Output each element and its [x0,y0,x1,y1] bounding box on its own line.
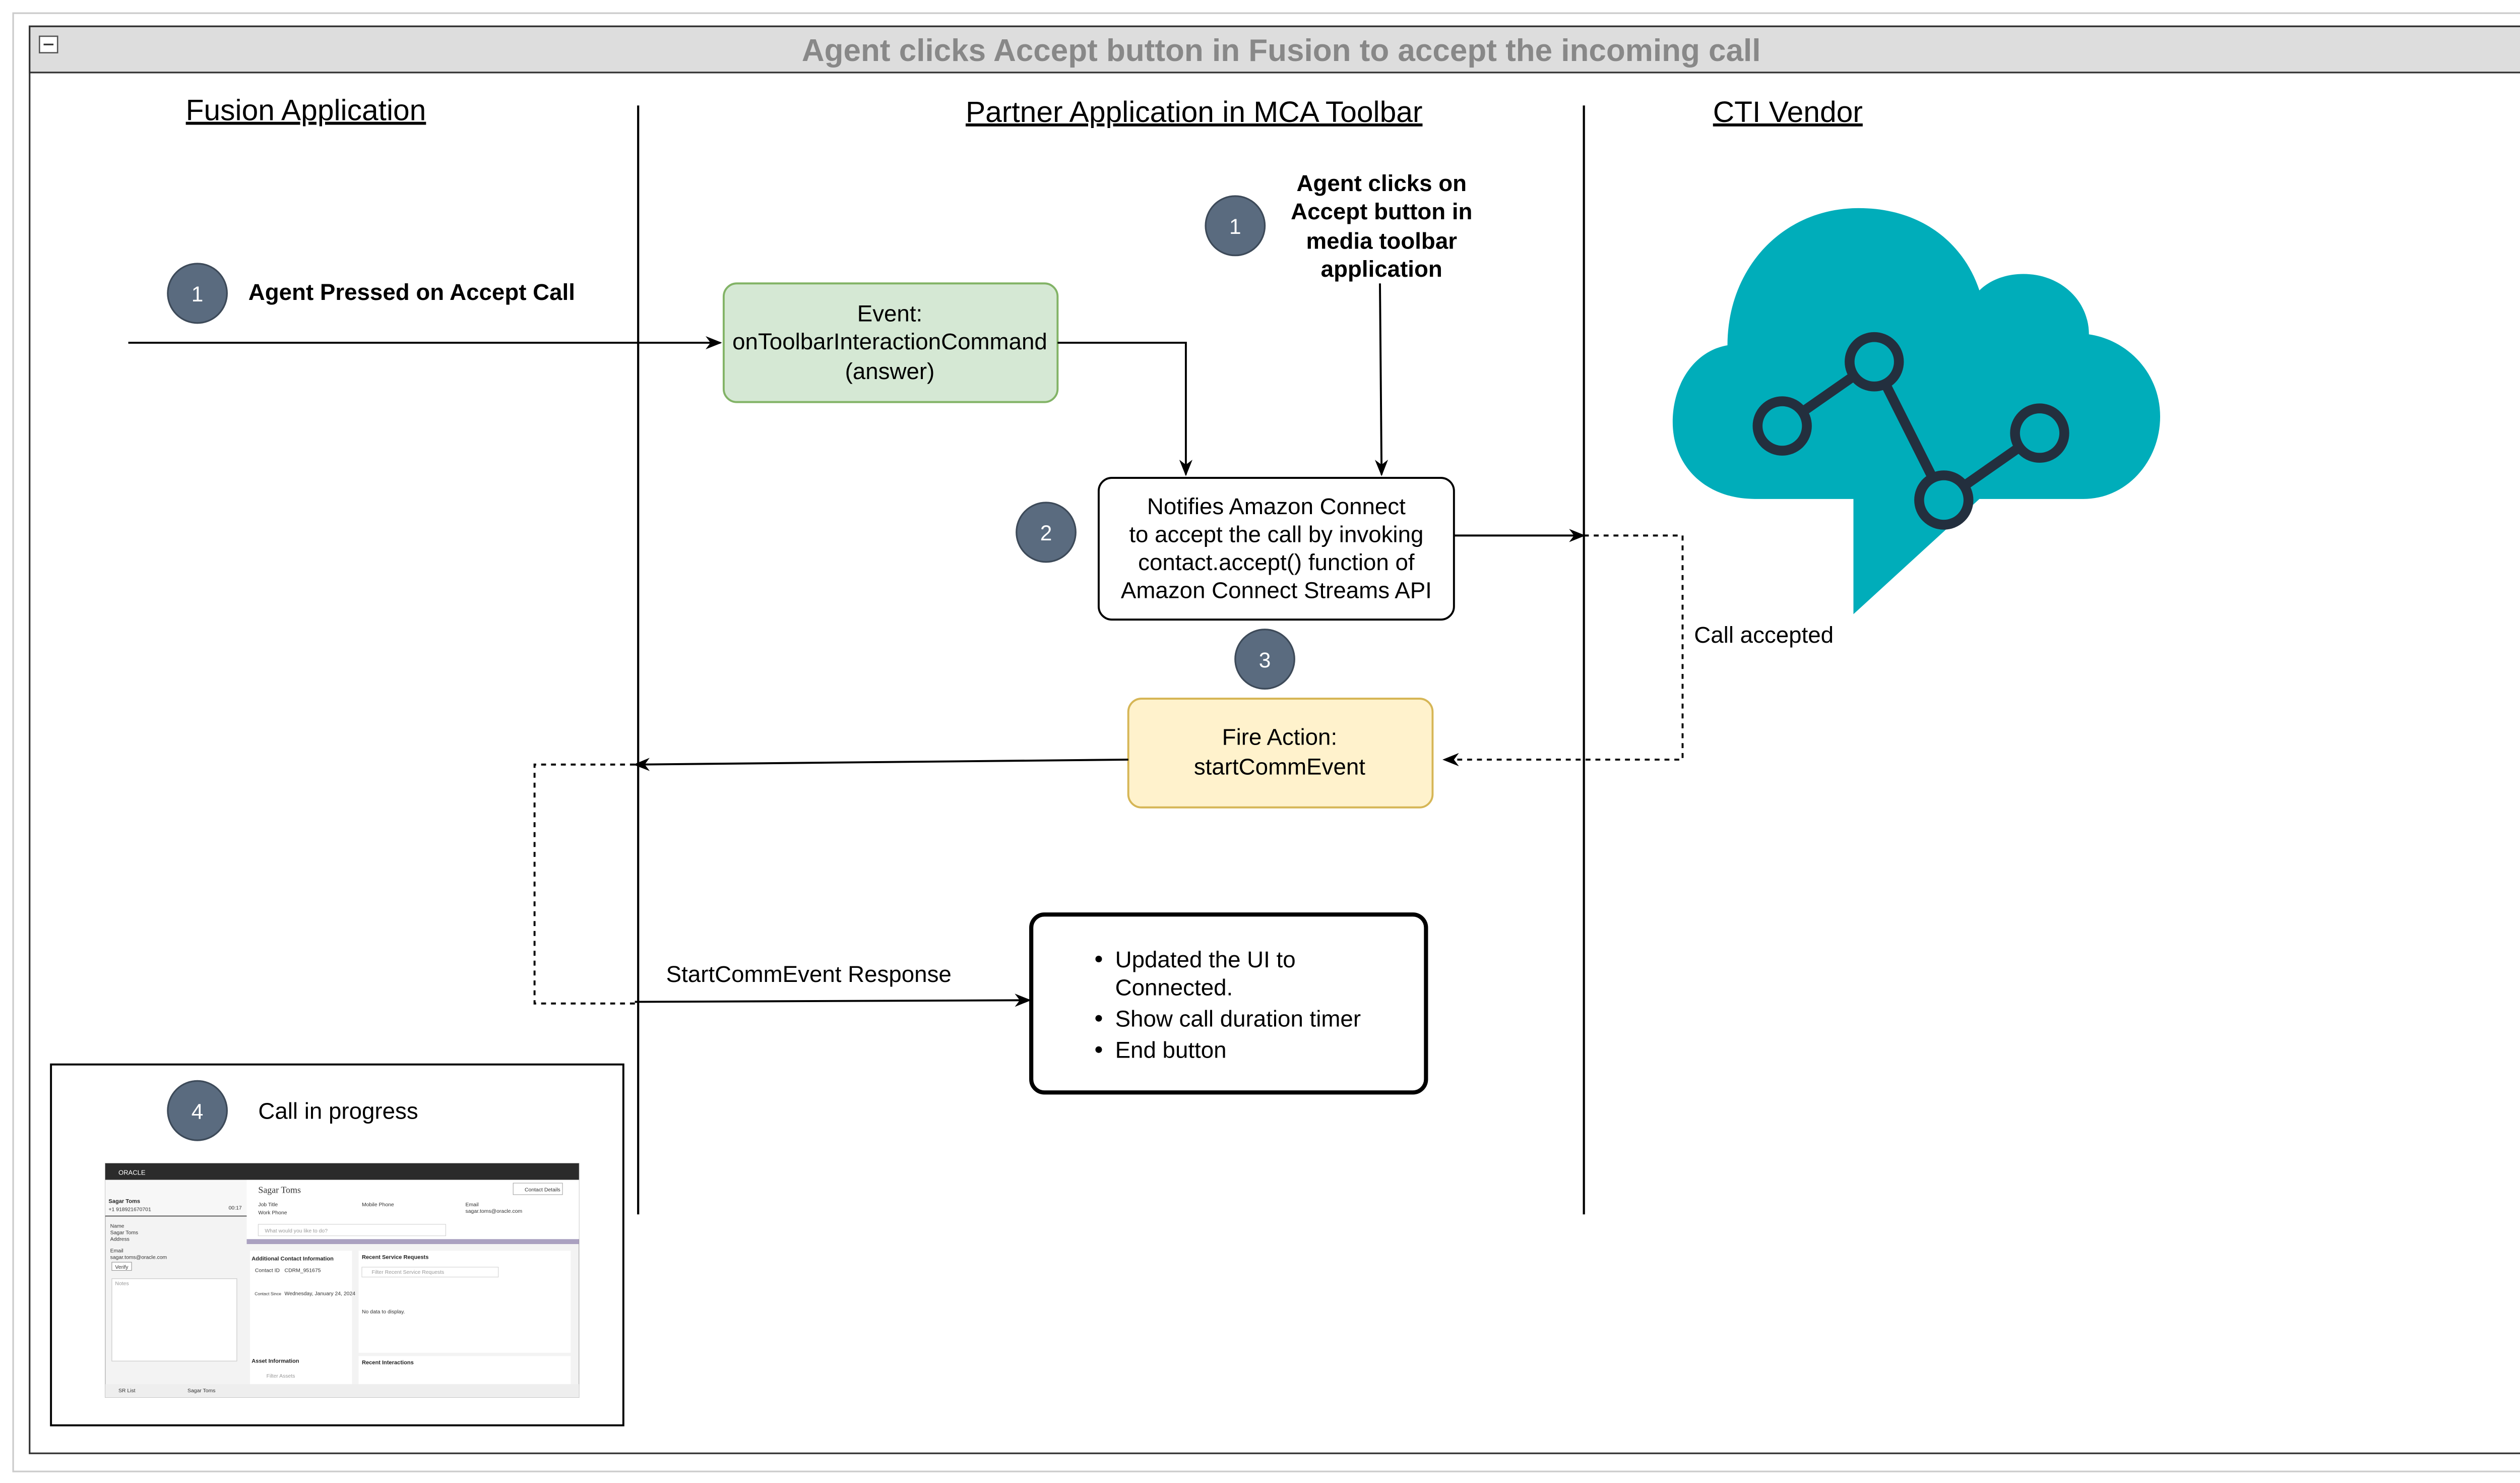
step-1-badge [167,263,228,324]
recent-sr-heading: Recent Service Requests [362,1254,428,1260]
step-4-label: Call in progress [258,1098,418,1124]
contact-since-label: Contact Since [255,1291,281,1296]
step-1-toolbar-badge [1205,195,1266,257]
step-1-toolbar-label: media toolbar [1306,228,1457,254]
result-box [1029,912,1428,1095]
contact-since-value: Wednesday, January 24, 2024 [285,1291,356,1296]
lane-header-cti: CTI Vendor [1713,96,1863,129]
contact-details-button: Contact Details [525,1187,560,1193]
call-contact-name: Sagar Toms [108,1198,140,1204]
result-line: End button [1115,1037,1227,1063]
lane-header-fusion: Fusion Application [186,94,426,127]
notes-placeholder: Notes [115,1281,129,1287]
diagram-title: Agent clicks Accept button in Fusion to … [802,33,1761,68]
email-value: sagar.toms@oracle.com [110,1255,167,1260]
result-line: Updated the UI to [1115,947,1296,972]
bullet [1095,1015,1102,1022]
additional-info-heading: Additional Contact Information [251,1256,334,1262]
contact-heading: Sagar Toms [258,1185,301,1195]
bullet [1095,1046,1102,1053]
email-label: Email [110,1248,123,1254]
arrow-event-to-notify [1057,341,1192,476]
call-accepted-label: Call accepted [1694,622,1834,648]
arrow-toolbar-to-notify [1374,283,1389,476]
arrow-fire-to-fusion [633,758,1128,771]
response-label: StartCommEvent Response [666,961,952,987]
notify-box-line: Notifies Amazon Connect [1147,493,1406,519]
arrow-call-accepted [1442,534,1684,767]
step-3-badge [1234,629,1295,690]
notify-box-line: contact.accept() function of [1138,549,1415,575]
title-bar [29,25,2520,74]
step-1-toolbar-label: application [1321,256,1442,282]
action-search: What would you like to do? [265,1228,328,1234]
notify-box [1097,477,1455,621]
notify-box-line: to accept the call by invoking [1129,521,1423,547]
collapse-icon[interactable] [39,35,58,53]
email-label: Email [466,1202,479,1208]
filter-assets-input: Filter Assets [267,1374,295,1379]
name-label: Name [110,1223,124,1229]
event-box-line: onToolbarInteractionCommand [732,329,1047,354]
mobile-phone-label: Mobile Phone [362,1202,394,1208]
oracle-logo: ORACLE [118,1169,146,1177]
no-data-text: No data to display. [362,1309,405,1315]
step-number: 4 [192,1100,204,1124]
step-number: 1 [1229,215,1241,238]
result-line: Connected. [1115,974,1233,1000]
result-line: Show call duration timer [1115,1006,1361,1031]
call-timer: 00:17 [229,1205,242,1211]
arrow-response [635,994,1032,1007]
email-value: sagar.toms@oracle.com [466,1209,523,1214]
verify-button: Verify [115,1265,129,1270]
address-label: Address [110,1237,130,1242]
fire-action-line: startCommEvent [1194,754,1365,779]
recent-interactions-heading: Recent Interactions [362,1360,414,1366]
call-phone: +1 918921670701 [108,1207,151,1213]
contact-id-label: Contact ID [255,1268,280,1274]
notify-box-line: Amazon Connect Streams API [1121,578,1432,603]
name-value: Sagar Toms [110,1230,138,1235]
bullet [1095,955,1102,963]
fire-action-box [1127,698,1434,809]
step-1-label: Agent Pressed on Accept Call [248,279,575,305]
step-4-badge [167,1080,228,1141]
contact-id-value: CDRM_951675 [285,1268,321,1274]
step-number: 2 [1040,521,1052,545]
step-1-toolbar-label: Agent clicks on [1296,170,1467,196]
tab-sr-list: SR List [118,1388,136,1394]
dashed-response-loop [533,763,635,1005]
fusion-screenshot-thumbnail: ORACLE Sagar Toms +1 918921670701 00:17 … [105,1163,580,1398]
event-box-line: Event: [857,300,923,326]
filter-sr-input: Filter Recent Service Requests [372,1270,445,1275]
event-box-line: (answer) [845,358,935,384]
asset-info-heading: Asset Information [251,1358,299,1364]
step-1-toolbar-label: Accept button in [1291,199,1472,224]
lane-header-partner: Partner Application in MCA Toolbar [966,96,1423,129]
tab-contact: Sagar Toms [187,1388,215,1394]
step-number: 1 [192,282,204,306]
cti-vendor-cloud-logo [1672,208,2161,614]
step-number: 3 [1259,648,1271,672]
fire-action-line: Fire Action: [1222,724,1337,750]
step-2-badge [1016,502,1077,563]
work-phone-label: Work Phone [258,1210,287,1216]
job-title-label: Job Title [258,1202,278,1208]
